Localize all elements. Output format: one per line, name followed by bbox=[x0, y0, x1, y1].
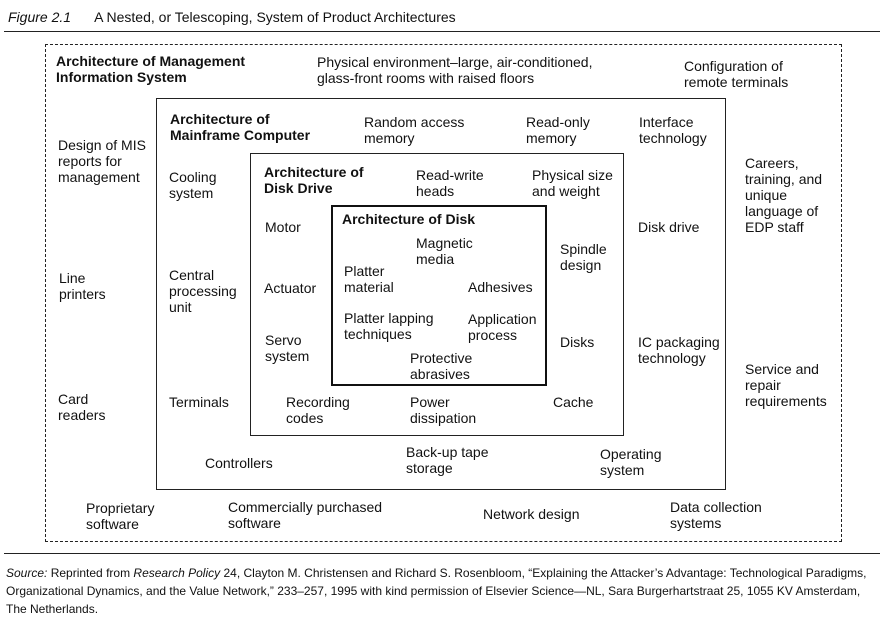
figure-title: A Nested, or Telescoping, System of Prod… bbox=[94, 9, 456, 25]
mis-item-network-design: Network design bbox=[483, 506, 580, 522]
mainframe-item-controllers: Controllers bbox=[205, 455, 273, 471]
source-label: Source: bbox=[6, 566, 48, 580]
disk-item-adhesives: Adhesives bbox=[468, 279, 533, 295]
mis-item-physical-environment: Physical environment–large, air-conditio… bbox=[317, 54, 593, 86]
figure-label: Figure 2.1 bbox=[8, 9, 72, 25]
figure-caption: Figure 2.1 A Nested, or Telescoping, Sys… bbox=[8, 9, 456, 25]
disk-drive-item-motor: Motor bbox=[265, 219, 301, 235]
source-text-2: 24, Clayton M. Christensen and Richard S… bbox=[6, 566, 867, 616]
mainframe-item-disk-drive: Disk drive bbox=[638, 219, 700, 235]
mainframe-boundary bbox=[156, 98, 726, 490]
disk-drive-item-actuator: Actuator bbox=[264, 280, 317, 296]
caption-rule bbox=[4, 31, 880, 32]
disk-title: Architecture of Disk bbox=[342, 211, 476, 227]
source-journal: Research Policy bbox=[133, 566, 221, 580]
disk-boundary bbox=[331, 205, 547, 386]
disk-drive-item-disks: Disks bbox=[560, 334, 595, 350]
disk-drive-item-cache: Cache bbox=[553, 394, 594, 410]
source-rule bbox=[4, 553, 880, 554]
disk-drive-boundary bbox=[250, 153, 624, 436]
source-text-1: Reprinted from bbox=[50, 566, 131, 580]
source-note: Source: Reprinted from Research Policy 2… bbox=[6, 564, 882, 618]
mis-boundary bbox=[45, 44, 842, 542]
mainframe-item-terminals: Terminals bbox=[169, 394, 229, 410]
